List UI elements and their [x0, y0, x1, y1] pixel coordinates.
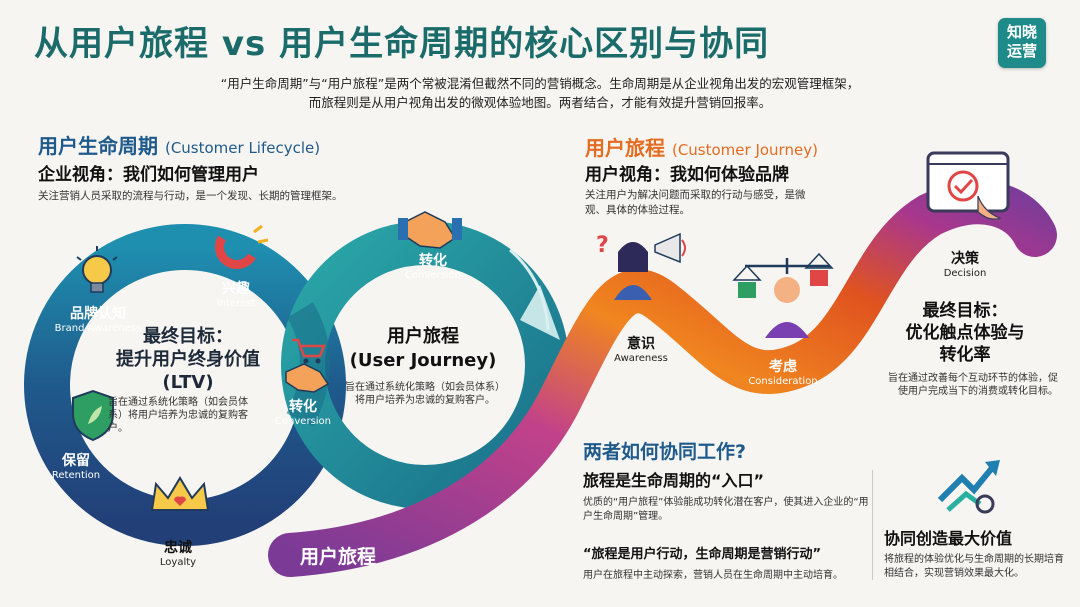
- logo-line-1: 知晓: [1006, 23, 1037, 41]
- journey-band: [268, 180, 1057, 577]
- brand-logo: 知晓 运营: [998, 18, 1046, 68]
- intro-line-1: “用户生命周期”与“用户旅程”是两个常被混淆但截然不同的营销概念。生命周期是从企…: [220, 76, 860, 91]
- journey-goal-heading: 最终目标： 优化触点体验与 转化率: [905, 301, 1025, 365]
- together-heading: 两者如何协同工作?: [583, 441, 747, 463]
- ring-arrow-line: [509, 248, 550, 331]
- lifecycle-section-title: 用户生命周期 (Customer Lifecycle): [38, 130, 320, 159]
- ring-crossover: [286, 302, 330, 427]
- stage-consideration: 考虑 Consideration: [748, 359, 818, 387]
- lifecycle-title-en: (Customer Lifecycle): [164, 139, 321, 157]
- intro-line-2: 而旅程则是从用户视角出发的微观体验地图。两者结合，才能有效提升营销回报率。: [308, 95, 772, 110]
- entry-heading: 旅程是生命周期的“入口”: [583, 471, 765, 490]
- growth-arrows-icon: [937, 460, 1000, 514]
- stage-loyalty: 忠诚 Loyalty: [159, 540, 197, 568]
- center-ring-heading: 用户旅程 (User Journey): [349, 326, 497, 371]
- lifecycle-description: 关注营销人员采取的流程与行动，是一个发现、长期的管理框架。: [38, 190, 343, 202]
- svg-text:?: ?: [596, 233, 609, 258]
- lifecycle-goal-heading: 最终目标： 提升用户终身价值 (LTV): [116, 326, 260, 393]
- handshake-icon-mid: [285, 363, 330, 393]
- stage-decision: 决策 Decision: [943, 251, 987, 279]
- journey-goal-description: 旨在通过改善每个互动环节的体验，促使用户完成当下的消费或转化目标。: [888, 373, 1058, 397]
- intro-paragraph: “用户生命周期”与“用户旅程”是两个常被混淆但截然不同的营销概念。生命周期是从企…: [150, 74, 930, 112]
- stage-awareness: 意识 Awareness: [614, 336, 668, 364]
- cart-icon: [292, 338, 326, 364]
- stage-brand-awareness: 品牌认知 Brand Awareness: [54, 306, 142, 334]
- logo-line-2: 运营: [1006, 42, 1037, 60]
- section-divider: [872, 470, 873, 580]
- checkmark-monitor-icon: [926, 151, 1010, 220]
- lightbulb-icon: [76, 246, 118, 293]
- stage-conversion-top: 转化 Conversion: [404, 253, 462, 281]
- shield-icon: [72, 389, 114, 442]
- stage-retention: 保留 Retention: [51, 453, 101, 481]
- journey-title-en: (Customer Journey): [671, 141, 818, 159]
- co-value-heading: 协同创造最大价值: [884, 529, 1013, 548]
- journey-description: 关注用户为解决问题而采取的行动与感受，是微观、具体的体验过程。: [585, 189, 806, 216]
- entry-description: 优质的“用户旅程”体验能成功转化潜在客户，使其进入企业的“用户生命周期”管理。: [583, 497, 869, 522]
- lifecycle-title-cn: 用户生命周期: [38, 134, 158, 158]
- center-ring-description: 旨在通过系统化策略（如会员体系）将用户培养为忠诚的复购客户。: [345, 382, 505, 406]
- scales-person-icon: [732, 252, 834, 338]
- lifecycle-goal-description: 旨在通过系统化策略（如会员体系）将用户培养为忠诚的复购客户。: [108, 397, 248, 434]
- megaphone-person-icon: ?: [596, 232, 686, 300]
- quote-description: 用户在旅程中主动探索，营销人员在生命周期中主动培育。: [583, 570, 843, 581]
- magnet-icon: [215, 224, 269, 269]
- stage-conversion-mid: 转化 Conversion: [274, 399, 332, 427]
- journey-title-cn: 用户旅程: [585, 136, 665, 160]
- journey-subtitle: 用户视角：我如何体验品牌: [585, 165, 789, 185]
- ring-arrow-top: [520, 285, 560, 340]
- crown-icon: [150, 476, 210, 511]
- quote-heading: “旅程是用户行动，生命周期是营销行动”: [583, 547, 822, 562]
- journey-section-title: 用户旅程 (Customer Journey): [585, 132, 818, 161]
- stage-interest: 兴趣 Interest: [216, 281, 256, 309]
- page-title: 从用户旅程 vs 用户生命周期的核心区别与协同: [34, 24, 770, 64]
- lifecycle-subtitle: 企业视角：我们如何管理用户: [38, 165, 259, 185]
- journey-band-label: 用户旅程: [300, 546, 377, 568]
- co-value-description: 将旅程的体验优化与生命周期的长期培育相结合，实现营销效果最大化。: [884, 554, 1064, 579]
- handshake-icon-top: [398, 211, 462, 249]
